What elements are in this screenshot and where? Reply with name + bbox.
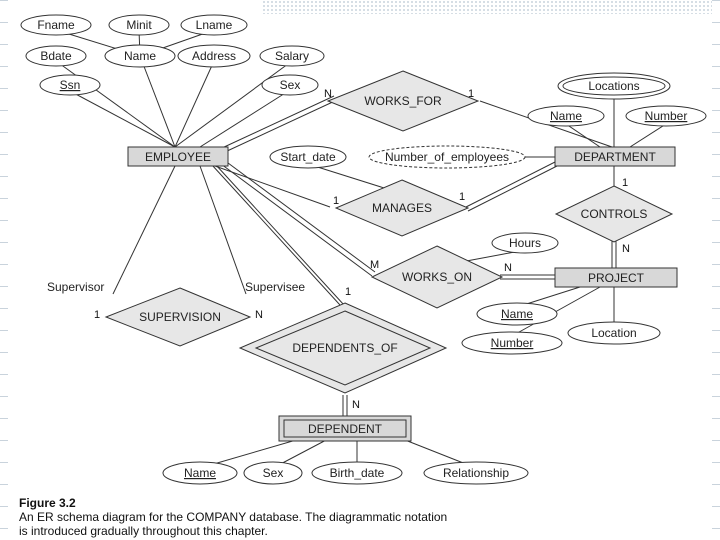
entity-employee: EMPLOYEE [127,146,229,167]
rel-controls: CONTROLS [554,185,674,243]
attr-minit: Minit [108,14,170,36]
attr-dep-name: Name [162,461,238,485]
attr-number-of-employees: Number_of_employees [368,145,526,169]
figure-label: Figure 3.2 [19,496,76,510]
attr-lname-label: Lname [196,18,233,32]
rel-works-on: WORKS_ON [370,245,504,309]
attr-dep-sex-label: Sex [263,466,284,480]
attr-dept-number-label: Number [645,109,688,123]
entity-department: DEPARTMENT [554,146,676,167]
attr-minit-label: Minit [126,18,152,32]
rel-works-on-label: WORKS_ON [402,270,472,284]
card-works-for-emp: N [324,88,332,100]
card-manages-emp: 1 [333,195,339,207]
total-participation-lines [211,95,617,416]
attr-address-label: Address [192,49,236,63]
attr-address: Address [177,44,251,68]
attr-ssn: Ssn [39,74,101,96]
card-controls-dept: 1 [622,177,628,189]
entity-dependent: DEPENDENT [278,415,412,442]
role-supervisee: Supervisee [245,280,305,294]
rel-dependents-of: DEPENDENTS_OF [238,302,448,394]
attr-location-label: Location [591,326,636,340]
attr-fname-label: Fname [37,18,75,32]
entity-employee-label: EMPLOYEE [145,150,211,164]
attr-number-of-employees-label: Number_of_employees [385,150,509,164]
attr-dept-name-label: Name [550,109,582,123]
card-supervision-supervisor: 1 [94,309,100,321]
card-controls-proj: N [622,243,630,255]
attr-name: Name [104,44,176,68]
attr-salary: Salary [259,45,325,67]
attr-bdate: Bdate [25,45,87,67]
card-works-on-proj: N [504,262,512,274]
caption-line-1: An ER schema diagram for the COMPANY dat… [19,510,448,524]
entity-project: PROJECT [554,267,678,288]
attr-start-date-label: Start_date [280,150,336,164]
card-works-on-emp: M [370,259,379,271]
attr-dep-name-label: Name [184,466,216,480]
rel-works-for: WORKS_FOR [326,70,480,132]
card-works-for-dept: 1 [468,88,474,100]
attr-dept-name: Name [527,105,605,127]
card-supervision-supervisee: N [255,309,263,321]
card-dependents-of-dep: N [352,399,360,411]
entity-dependent-label: DEPENDENT [308,422,383,436]
attr-birth-date-label: Birth_date [330,466,385,480]
attr-name-label: Name [124,49,156,63]
attr-sex-label: Sex [280,78,301,92]
attr-birth-date: Birth_date [311,461,403,485]
attr-hours: Hours [491,232,559,254]
attr-relationship: Relationship [423,461,529,485]
slide-corner-pattern [262,0,712,14]
entity-project-label: PROJECT [588,271,645,285]
rel-supervision-label: SUPERVISION [139,310,221,324]
er-diagram: Fname Minit Lname Name Bdate Address Sal… [20,14,707,485]
rel-supervision: SUPERVISION [104,287,252,347]
rel-dependents-of-label: DEPENDENTS_OF [292,341,397,355]
attr-dept-number: Number [625,105,707,127]
attr-locations: Locations [557,72,671,100]
role-supervisor: Supervisor [47,280,104,294]
attr-salary-label: Salary [275,49,309,63]
slide-left-border [0,0,8,540]
rel-works-for-label: WORKS_FOR [364,94,442,108]
attr-lname: Lname [180,14,248,36]
card-manages-dept: 1 [459,191,465,203]
slide-right-border [712,0,720,540]
attr-proj-name-label: Name [501,307,533,321]
rel-controls-label: CONTROLS [581,207,648,221]
attr-dep-sex: Sex [243,461,303,485]
entity-department-label: DEPARTMENT [574,150,656,164]
rel-manages-label: MANAGES [372,201,432,215]
attr-relationship-label: Relationship [443,466,509,480]
attr-ssn-label: Ssn [60,78,81,92]
attr-proj-number: Number [461,331,563,355]
attr-locations-label: Locations [588,79,639,93]
attr-hours-label: Hours [509,236,541,250]
attr-location: Location [567,321,661,345]
rel-manages: MANAGES [334,179,470,237]
attr-proj-number-label: Number [491,336,534,350]
caption-line-2: is introduced gradually throughout this … [19,524,268,538]
card-dependents-of-emp: 1 [345,286,351,298]
attr-sex: Sex [261,74,319,96]
attr-bdate-label: Bdate [40,49,72,63]
attr-start-date: Start_date [269,145,347,169]
figure-caption: Figure 3.2 An ER schema diagram for the … [19,496,579,538]
attr-proj-name: Name [476,302,558,326]
attr-fname: Fname [20,14,92,36]
